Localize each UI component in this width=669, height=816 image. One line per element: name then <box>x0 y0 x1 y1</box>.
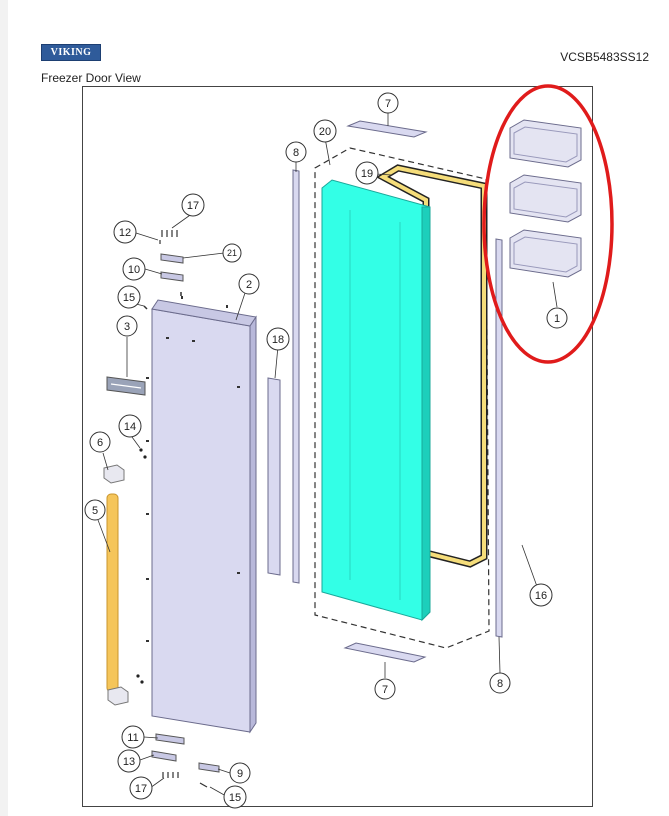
svg-text:8: 8 <box>293 147 299 159</box>
svg-text:21: 21 <box>227 248 237 258</box>
svg-text:14: 14 <box>124 421 136 433</box>
callout-c2: 2 <box>238 273 260 295</box>
svg-text:3: 3 <box>124 321 130 333</box>
door-bins <box>509 119 582 278</box>
svg-text:18: 18 <box>272 334 284 346</box>
bottom-cap <box>343 642 427 663</box>
screws <box>136 448 147 684</box>
svg-text:12: 12 <box>119 227 131 239</box>
svg-text:20: 20 <box>319 126 331 138</box>
svg-text:7: 7 <box>385 98 391 110</box>
svg-text:17: 17 <box>135 783 147 795</box>
top-cap <box>346 120 428 138</box>
svg-text:15: 15 <box>123 292 135 304</box>
trim-strip <box>267 377 281 576</box>
leader-lines <box>97 113 558 797</box>
svg-text:17: 17 <box>187 200 199 212</box>
svg-text:6: 6 <box>97 437 103 449</box>
callout-c18: 18 <box>266 327 290 351</box>
callout-c13: 13 <box>117 749 141 773</box>
door-assembly-outline <box>314 147 490 649</box>
callout-c1: 1 <box>546 307 568 329</box>
svg-text:10: 10 <box>128 264 140 276</box>
callout-c5: 5 <box>84 499 106 521</box>
callout-c17b: 17 <box>129 776 153 800</box>
svg-text:1: 1 <box>554 313 560 325</box>
inner-door-liner <box>321 179 431 622</box>
svg-text:8: 8 <box>497 678 503 690</box>
model-number: VCSB5483SS12 <box>560 50 649 64</box>
svg-text:19: 19 <box>361 168 373 180</box>
svg-text:7: 7 <box>382 684 388 696</box>
outer-door-panel <box>146 296 257 734</box>
callout-c17a: 17 <box>181 193 205 217</box>
svg-text:11: 11 <box>127 732 138 744</box>
left-rail <box>292 169 300 584</box>
callout-c12: 12 <box>113 220 137 244</box>
right-rail <box>495 238 503 638</box>
svg-text:13: 13 <box>123 756 135 768</box>
callout-c9: 9 <box>229 762 251 784</box>
callout-c10: 10 <box>122 257 146 281</box>
callout-c3: 3 <box>116 315 138 337</box>
door-handle <box>103 464 129 706</box>
callout-c19: 19 <box>355 161 379 185</box>
callout-c21: 21 <box>222 243 242 263</box>
top-hinge-parts <box>143 230 184 310</box>
svg-text:9: 9 <box>237 768 243 780</box>
highlight-ellipse <box>482 84 614 364</box>
callout-c16: 16 <box>529 583 553 607</box>
brand-badge <box>106 376 146 396</box>
diagram-frame <box>82 86 593 807</box>
svg-text:15: 15 <box>229 792 241 804</box>
callout-c7b: 7 <box>374 678 396 700</box>
callout-c7a: 7 <box>377 92 399 114</box>
callout-c11: 11 <box>121 725 145 749</box>
svg-text:5: 5 <box>92 505 98 517</box>
brand-logo: VIKING <box>41 44 101 61</box>
callout-c6: 6 <box>89 431 111 453</box>
svg-text:2: 2 <box>246 279 252 291</box>
svg-text:16: 16 <box>535 590 547 602</box>
callout-c14: 14 <box>118 414 142 438</box>
callout-c8b: 8 <box>489 672 511 694</box>
callout-c8a: 8 <box>285 141 307 163</box>
callout-c15a: 15 <box>117 285 141 309</box>
callout-c15b: 15 <box>223 785 247 809</box>
view-title: Freezer Door View <box>41 71 141 85</box>
callout-c20: 20 <box>313 119 337 143</box>
